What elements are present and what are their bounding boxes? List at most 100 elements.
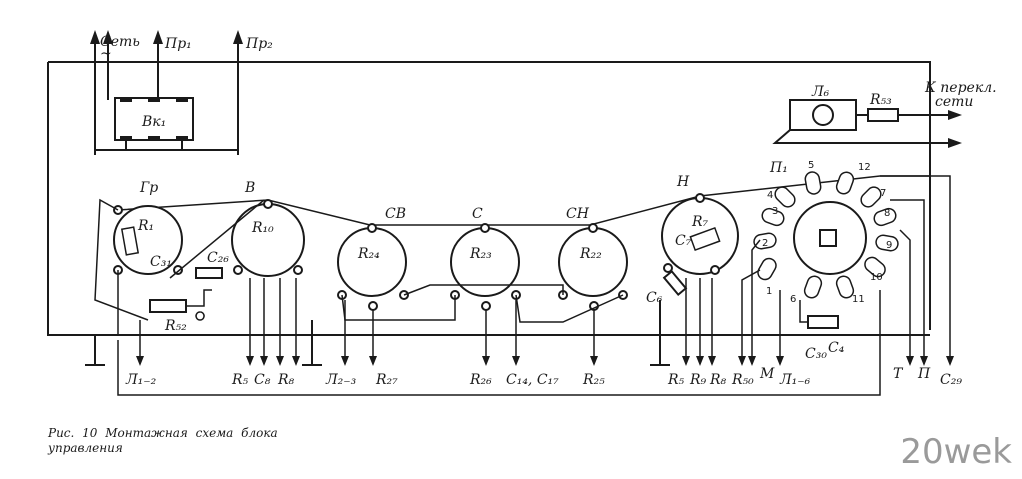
- label-r10: R₁₀: [251, 220, 274, 236]
- outer-frame-top-right: [48, 61, 931, 330]
- lead-label-l2-3: Л₂₋₃: [325, 372, 357, 388]
- v-wire: [169, 199, 265, 279]
- caption-line-1: Рис. 10 Монтажная схема блока: [48, 426, 278, 440]
- caption-line-2: управления: [48, 441, 123, 455]
- p1-pos-9: 9: [886, 240, 892, 251]
- p1-pos-12: 12: [858, 162, 871, 173]
- lead-arrows: [136, 320, 954, 366]
- lead-arrow-head: [246, 356, 254, 366]
- figure-caption: Рис. 10 Монтажная схема блока управления: [48, 426, 388, 456]
- lead-arrow-head: [482, 356, 490, 366]
- label-pr1: Пр₁: [164, 36, 192, 52]
- outer-frame-left-bottom: [47, 62, 930, 336]
- pot-s: [450, 227, 520, 297]
- capacitor-c31-body: [120, 226, 140, 256]
- lead-arrow-head: [696, 356, 704, 366]
- switch-p1-lugs: [753, 171, 899, 299]
- lead-arrow-head: [906, 356, 914, 366]
- lead-arrow-head: [708, 356, 716, 366]
- label-tilde: ~: [100, 46, 112, 62]
- p1-pos-8: 8: [884, 208, 890, 219]
- lead-label-r8-b: R₈: [709, 372, 727, 388]
- lead-arrow-head: [682, 356, 690, 366]
- lead-arrow-head: [920, 356, 928, 366]
- lead-arrow-head: [369, 356, 377, 366]
- label-r24: R₂₄: [357, 246, 380, 262]
- label-r1: R₁: [137, 218, 154, 234]
- n-leads: [685, 278, 713, 360]
- p1-pos-5: 5: [808, 160, 814, 171]
- resistor-r53: [867, 108, 899, 122]
- gr-wire-left: [94, 198, 149, 321]
- knob-label-sv: СВ: [385, 206, 406, 222]
- lead-arrow-head: [946, 356, 954, 366]
- p1-pos-6: 6: [790, 294, 796, 305]
- knob-label-gr: Гр: [139, 180, 158, 196]
- lead-label-p: П: [917, 366, 931, 382]
- c26-wire: [186, 289, 212, 321]
- lamp-bulb: [812, 104, 834, 126]
- lead-label-r50: R₅₀: [731, 372, 754, 388]
- label-c7: C₇: [675, 233, 692, 249]
- lead-arrow-head: [260, 356, 268, 366]
- lead-label-t: Т: [893, 366, 904, 382]
- lower-bus-2: [515, 294, 624, 323]
- switch-bus: [94, 149, 239, 155]
- label-c30: C₃₀: [805, 346, 827, 362]
- lead-arrow-head: [136, 356, 144, 366]
- lead-arrow-head: [276, 356, 284, 366]
- resistor-c30: [807, 315, 839, 329]
- lead-label-l1-2: Л₁₋₂: [125, 372, 157, 388]
- label-r22: R₂₂: [579, 246, 602, 262]
- lead-arrow-head: [341, 356, 349, 366]
- label-l6: Л₆: [811, 84, 830, 100]
- p1-leads: [741, 175, 951, 360]
- knob-label-v: В: [244, 180, 255, 196]
- lead-label-c14-c17: C₁₄, C₁₇: [506, 372, 559, 388]
- pot-sv: [337, 227, 407, 297]
- knob-label-s: С: [472, 206, 483, 222]
- lead-arrow-head: [776, 356, 784, 366]
- p1-pos-7: 7: [880, 188, 886, 199]
- capacitor-c7-body: [689, 227, 721, 251]
- p1-pos-1: 1: [766, 286, 772, 297]
- v-leads: [249, 278, 297, 360]
- capacitor-c26: [195, 267, 223, 279]
- label-pr2: Пр₂: [245, 36, 273, 52]
- supply-arrows: [90, 30, 243, 155]
- label-c6: C₆: [646, 290, 663, 306]
- bottom-return-bus: [117, 290, 881, 396]
- lead-label-r5-b: R₅: [667, 372, 685, 388]
- label-set: Сеть: [100, 34, 140, 50]
- lead-label-r5-a: R₅: [231, 372, 249, 388]
- capacitor-c6: [662, 269, 688, 297]
- lead-label-r9: R₉: [689, 372, 707, 388]
- label-c4: C₄: [828, 340, 845, 356]
- knob-label-n: Н: [676, 174, 690, 190]
- lead-label-c29: C₂₉: [940, 372, 962, 388]
- label-to-switch-1: К перекл.: [924, 80, 997, 96]
- lead-arrow-head: [590, 356, 598, 366]
- ground-symbols: [85, 300, 670, 366]
- lead-label-l1-6: Л₁₋₆: [779, 372, 811, 388]
- c30-wire: [799, 300, 808, 323]
- lead-arrow-head: [738, 356, 746, 366]
- lead-label-r26: R₂₆: [469, 372, 492, 388]
- switch-vk1: [114, 97, 194, 141]
- label-r53: R₅₃: [869, 92, 892, 108]
- label-r23: R₂₃: [469, 246, 492, 262]
- lead-label-r27: R₂₇: [375, 372, 398, 388]
- pot-sn: [558, 227, 628, 297]
- to-switch-line-2: [772, 129, 955, 144]
- arrow-1: [948, 110, 962, 120]
- resistor-r52: [149, 299, 187, 313]
- pot-v: [231, 203, 305, 277]
- p1-pos-10: 10: [870, 272, 883, 283]
- label-p1: П₁: [769, 160, 788, 176]
- lead-arrow-head: [748, 356, 756, 366]
- switch-contacts: [120, 98, 188, 150]
- lead-label-r25: R₂₅: [582, 372, 605, 388]
- lead-label-c8: C₈: [254, 372, 271, 388]
- label-vk1: Вк₁: [141, 114, 166, 130]
